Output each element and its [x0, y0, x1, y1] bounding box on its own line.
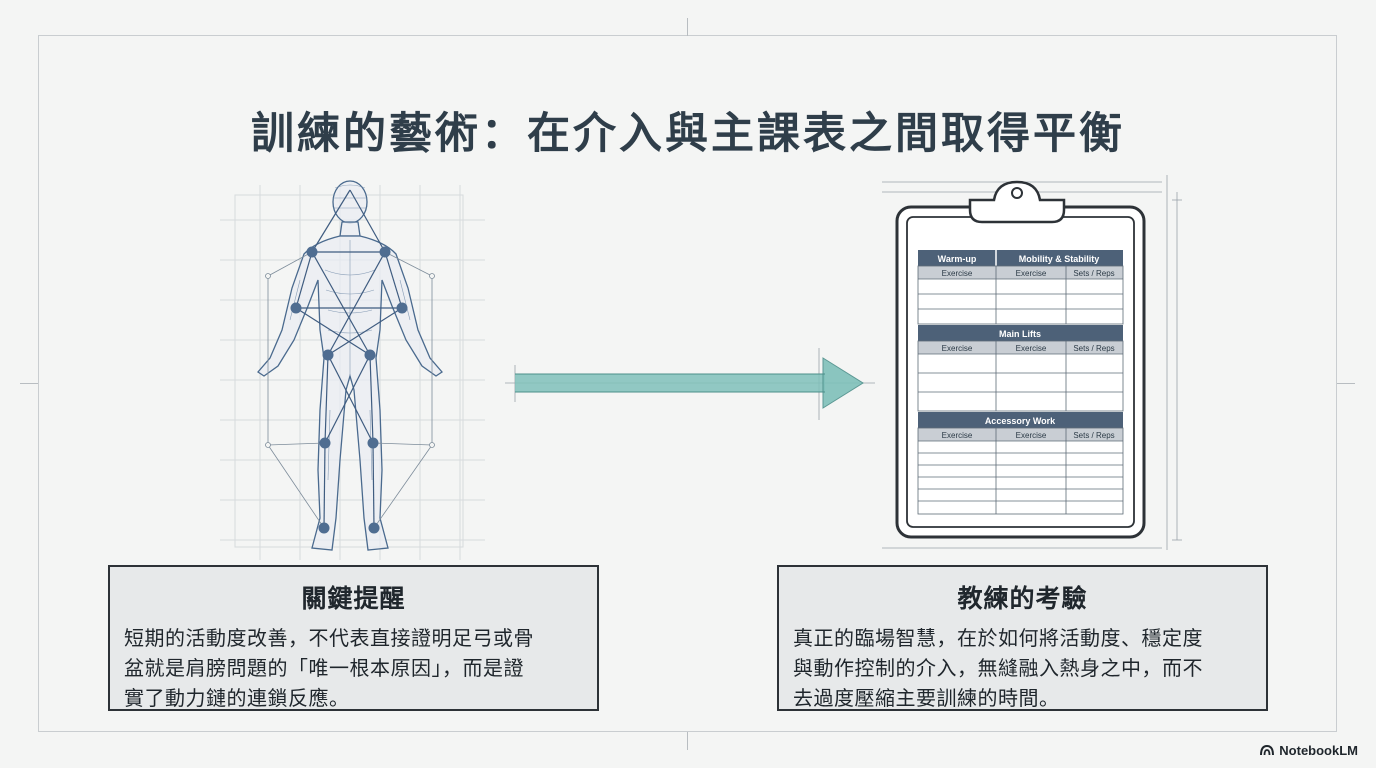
coach-challenge-card: 教練的考驗 真正的臨場智慧，在於如何將活動度、穩定度 與動作控制的介入，無縫融入… — [777, 565, 1268, 711]
key-reminder-body: 短期的活動度改善，不代表直接證明足弓或骨 盆就是肩膀問題的「唯一根本原因」，而是… — [124, 623, 583, 713]
card-line: 盆就是肩膀問題的「唯一根本原因」，而是證 — [124, 656, 524, 680]
page-title: 訓練的藝術：在介入與主課表之間取得平衡 — [251, 108, 1125, 159]
column-header: Sets / Reps — [1073, 344, 1114, 353]
section-header-warmup: Warm-up — [938, 254, 977, 264]
training-program-clipboard: Warm-up Mobility & Stability Main Lifts … — [872, 170, 1192, 555]
registration-mark-left — [20, 383, 38, 384]
section-header-accessory: Accessory Work — [985, 416, 1056, 426]
section-header-main-lifts: Main Lifts — [999, 329, 1041, 339]
column-header: Exercise — [1016, 344, 1047, 353]
notebooklm-logo-icon — [1260, 745, 1275, 756]
column-header: Exercise — [942, 431, 973, 440]
section-header-mobility: Mobility & Stability — [1019, 254, 1100, 264]
coach-challenge-body: 真正的臨場智慧，在於如何將活動度、穩定度 與動作控制的介入，無縫融入熱身之中，而… — [793, 623, 1252, 713]
transition-arrow — [505, 340, 880, 430]
column-header: Exercise — [1016, 431, 1047, 440]
human-body-illustration — [220, 180, 485, 565]
column-header: Sets / Reps — [1073, 269, 1114, 278]
card-line: 與動作控制的介入，無縫融入熱身之中，而不 — [793, 656, 1203, 680]
key-reminder-card: 關鍵提醒 短期的活動度改善，不代表直接證明足弓或骨 盆就是肩膀問題的「唯一根本原… — [108, 565, 599, 711]
column-header: Exercise — [1016, 269, 1047, 278]
key-reminder-title: 關鍵提醒 — [301, 584, 406, 613]
registration-mark-right — [1337, 383, 1355, 384]
brand-name: NotebookLM — [1279, 743, 1358, 758]
column-header: Exercise — [942, 344, 973, 353]
notebooklm-brand: NotebookLM — [1260, 743, 1358, 758]
card-line: 短期的活動度改善，不代表直接證明足弓或骨 — [124, 626, 534, 650]
card-line: 去過度壓縮主要訓練的時間。 — [793, 686, 1060, 710]
registration-mark-bottom — [687, 732, 688, 750]
registration-mark-top — [687, 18, 688, 36]
column-header: Exercise — [942, 269, 973, 278]
coach-challenge-title: 教練的考驗 — [957, 584, 1088, 613]
card-line: 實了動力鏈的連鎖反應。 — [124, 686, 350, 710]
card-line: 真正的臨場智慧，在於如何將活動度、穩定度 — [793, 626, 1203, 650]
column-header: Sets / Reps — [1073, 431, 1114, 440]
